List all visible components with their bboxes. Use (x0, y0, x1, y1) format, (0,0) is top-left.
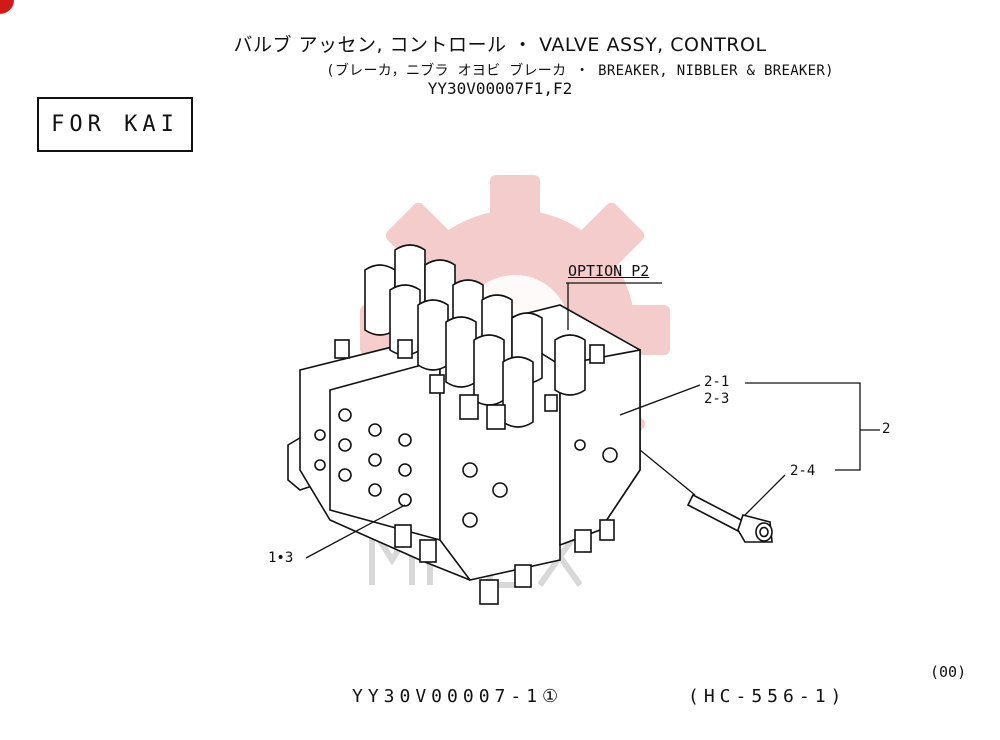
title-main: バルブ アッセン, コントロール ・ VALVE ASSY, CONTROL (233, 34, 767, 56)
reference-code: (HC-556-1) (688, 686, 847, 707)
spool-caps (364, 244, 586, 428)
title-subtitle: (ブレーカ，ニブラ オヨビ ブレーカ ・ BREAKER, NIBBLER & … (326, 63, 834, 79)
drawing-code: YY30V00007-1① (352, 686, 564, 707)
port-holes (314, 408, 618, 528)
revision-label: (00) (930, 663, 967, 681)
title-part-code: YY30V00007F1,F2 (427, 79, 573, 98)
callout-2-4: 2-4 (790, 463, 816, 479)
callout-2-3: 2-3 (704, 391, 730, 407)
bottom-fittings (394, 519, 615, 605)
for-kai-label: FOR KAI (51, 112, 179, 137)
callout-1-3: 1•3 (268, 550, 294, 566)
callout-option-p2: OPTION P2 (568, 262, 650, 280)
for-kai-badge: FOR KAI (37, 97, 193, 152)
bolt-2-4 (686, 493, 773, 543)
leader-lines (305, 282, 880, 559)
callout-2-1: 2-1 (704, 374, 730, 390)
callout-2: 2 (882, 421, 891, 437)
valve-assembly (287, 244, 641, 605)
top-fittings (334, 339, 605, 430)
